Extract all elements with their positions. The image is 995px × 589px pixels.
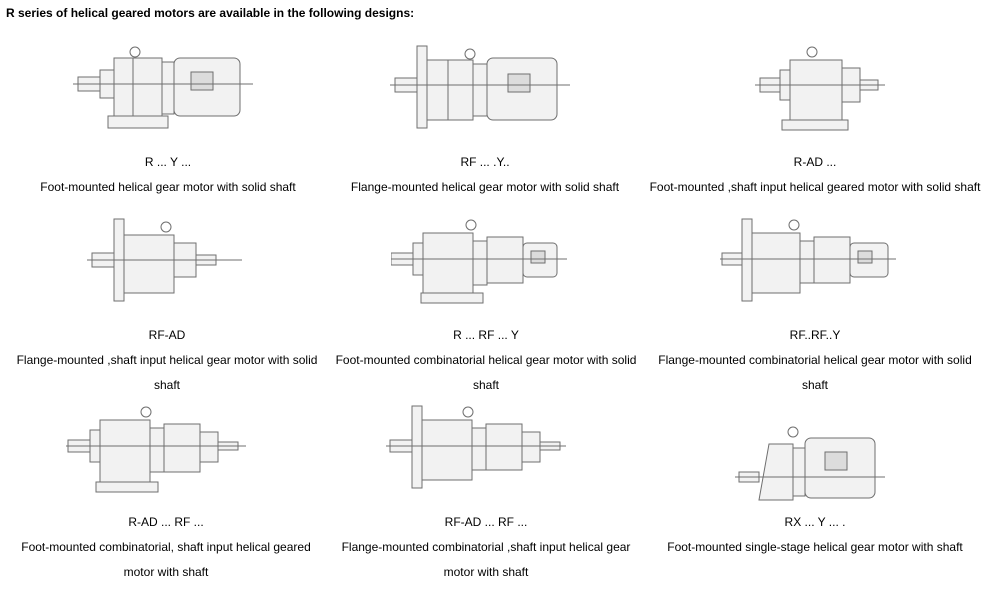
design-code: R ... RF ... Y — [453, 328, 519, 342]
design-item: RX ... Y ... . Foot-mounted single-stage… — [660, 424, 970, 560]
single-stage-motor-drawing — [735, 426, 885, 501]
foot-mounted-shaft-input-drawing — [755, 46, 885, 131]
design-code: RF-AD ... RF ... — [444, 515, 528, 529]
design-description: Foot-mounted ,shaft input helical geared… — [649, 180, 981, 194]
design-description: Foot-mounted helical gear motor with sol… — [40, 180, 296, 194]
design-code: R-AD ... — [793, 155, 837, 169]
design-description: Flange-mounted helical gear motor with s… — [350, 180, 620, 194]
foot-mounted-combinatorial-shaft-input-drawing — [66, 406, 246, 493]
design-description: Foot-mounted combinatorial, shaft input … — [21, 540, 311, 579]
flange-mounted-shaft-input-drawing — [87, 218, 242, 302]
design-item: RF-AD ... RF ... Flange-mounted combinat… — [333, 400, 639, 585]
design-description: Foot-mounted single-stage helical gear m… — [667, 540, 963, 554]
design-code: R ... Y ... — [144, 155, 192, 169]
design-item: R-AD ... Foot-mounted ,shaft input helic… — [645, 40, 985, 200]
design-description: Flange-mounted combinatorial ,shaft inpu… — [341, 540, 631, 579]
design-code: RF-AD — [148, 328, 186, 342]
foot-mounted-combinatorial-drawing — [391, 219, 567, 304]
page-heading: R series of helical geared motors are av… — [6, 6, 415, 20]
design-item: RF-AD Flange-mounted ,shaft input helica… — [8, 213, 326, 398]
flange-mounted-combinatorial-shaft-input-drawing — [386, 405, 566, 489]
flange-mounted-motor-drawing — [390, 45, 570, 129]
design-item: RF..RF..Y Flange-mounted combinatorial h… — [650, 213, 980, 398]
design-description: Foot-mounted combinatorial helical gear … — [335, 353, 637, 392]
design-description: Flange-mounted combinatorial helical gea… — [658, 353, 972, 392]
design-item: R ... Y ... Foot-mounted helical gear mo… — [28, 40, 308, 200]
design-description: Flange-mounted ,shaft input helical gear… — [16, 353, 318, 392]
design-code: R-AD ... RF ... — [128, 515, 204, 529]
design-item: R ... RF ... Y Foot-mounted combinatoria… — [330, 213, 642, 398]
foot-mounted-motor-drawing — [73, 46, 253, 129]
design-item: R-AD ... RF ... Foot-mounted combinatori… — [12, 400, 320, 585]
design-item: RF ... .Y.. Flange-mounted helical gear … — [330, 40, 640, 200]
flange-mounted-combinatorial-drawing — [720, 218, 896, 302]
design-code: RF..RF..Y — [789, 328, 841, 342]
design-code: RF ... .Y.. — [460, 155, 510, 169]
design-code: RX ... Y ... . — [784, 515, 846, 529]
